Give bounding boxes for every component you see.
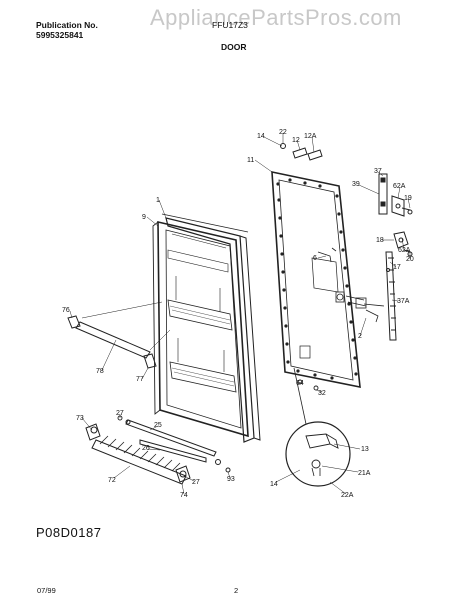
callout-label: 73 <box>76 415 84 422</box>
callout-label: 22A <box>341 492 354 499</box>
callout-label: 37 <box>374 168 382 175</box>
diagram-code: P08D0187 <box>36 525 102 540</box>
callout-label: 32 <box>318 390 326 397</box>
callout-label: 1 <box>156 197 160 204</box>
callout-label: 27 <box>192 479 200 486</box>
callout-label: 64 <box>296 380 304 387</box>
callout-label: 14 <box>257 133 265 140</box>
callout-label: 6 <box>313 255 317 262</box>
callout-label: 77 <box>136 376 144 383</box>
model-number: FFU17Z3 <box>212 20 248 30</box>
callout-label: 93 <box>227 476 235 483</box>
callout-label: 72 <box>108 477 116 484</box>
watermark: AppliancePartsPros.com <box>150 5 402 30</box>
callout-label: 27 <box>116 410 124 417</box>
callout-label: 22 <box>279 129 287 136</box>
bottom-trim <box>125 419 231 473</box>
callout-label: 26 <box>142 445 150 452</box>
callout-label: 20 <box>406 256 414 263</box>
outer-door-panel <box>271 171 385 388</box>
section-title: DOOR <box>221 42 247 52</box>
callout-label: 18 <box>376 237 384 244</box>
callout-label: 78 <box>96 368 104 375</box>
callout-label: 2 <box>358 333 362 340</box>
callout-label: 14 <box>270 481 278 488</box>
publication-label: Publication No. <box>36 20 98 30</box>
callout-label: 39 <box>352 181 360 188</box>
footer-page-number: 2 <box>234 586 239 595</box>
kickplate-grille <box>85 423 191 485</box>
callout-label: 74 <box>180 492 188 499</box>
callout-label: 21A <box>358 470 371 477</box>
door-shelf-rail <box>67 301 171 369</box>
callout-label: 37A <box>397 298 410 305</box>
callout-label: 12 <box>292 137 300 144</box>
callout-leader-lines <box>69 133 411 495</box>
inner-door-liner <box>152 220 249 438</box>
callout-label: 12A <box>304 133 317 140</box>
callout-label: 11 <box>247 157 255 164</box>
callout-label: 9 <box>142 214 146 221</box>
callout-label: 19 <box>404 195 412 202</box>
door-gasket <box>161 213 261 443</box>
detail-inset-circle <box>285 367 351 487</box>
publication-number: 5995325841 <box>36 30 84 40</box>
callout-label: 62A <box>393 183 406 190</box>
top-plugs <box>280 143 323 161</box>
callout-label: 25 <box>154 422 162 429</box>
callout-label: 13 <box>361 446 369 453</box>
callout-label: 62A <box>398 247 411 254</box>
fastener-screws <box>117 379 319 421</box>
callout-label: 76 <box>62 307 70 314</box>
footer-date: 07/99 <box>37 586 56 595</box>
callout-label: 17 <box>393 264 401 271</box>
